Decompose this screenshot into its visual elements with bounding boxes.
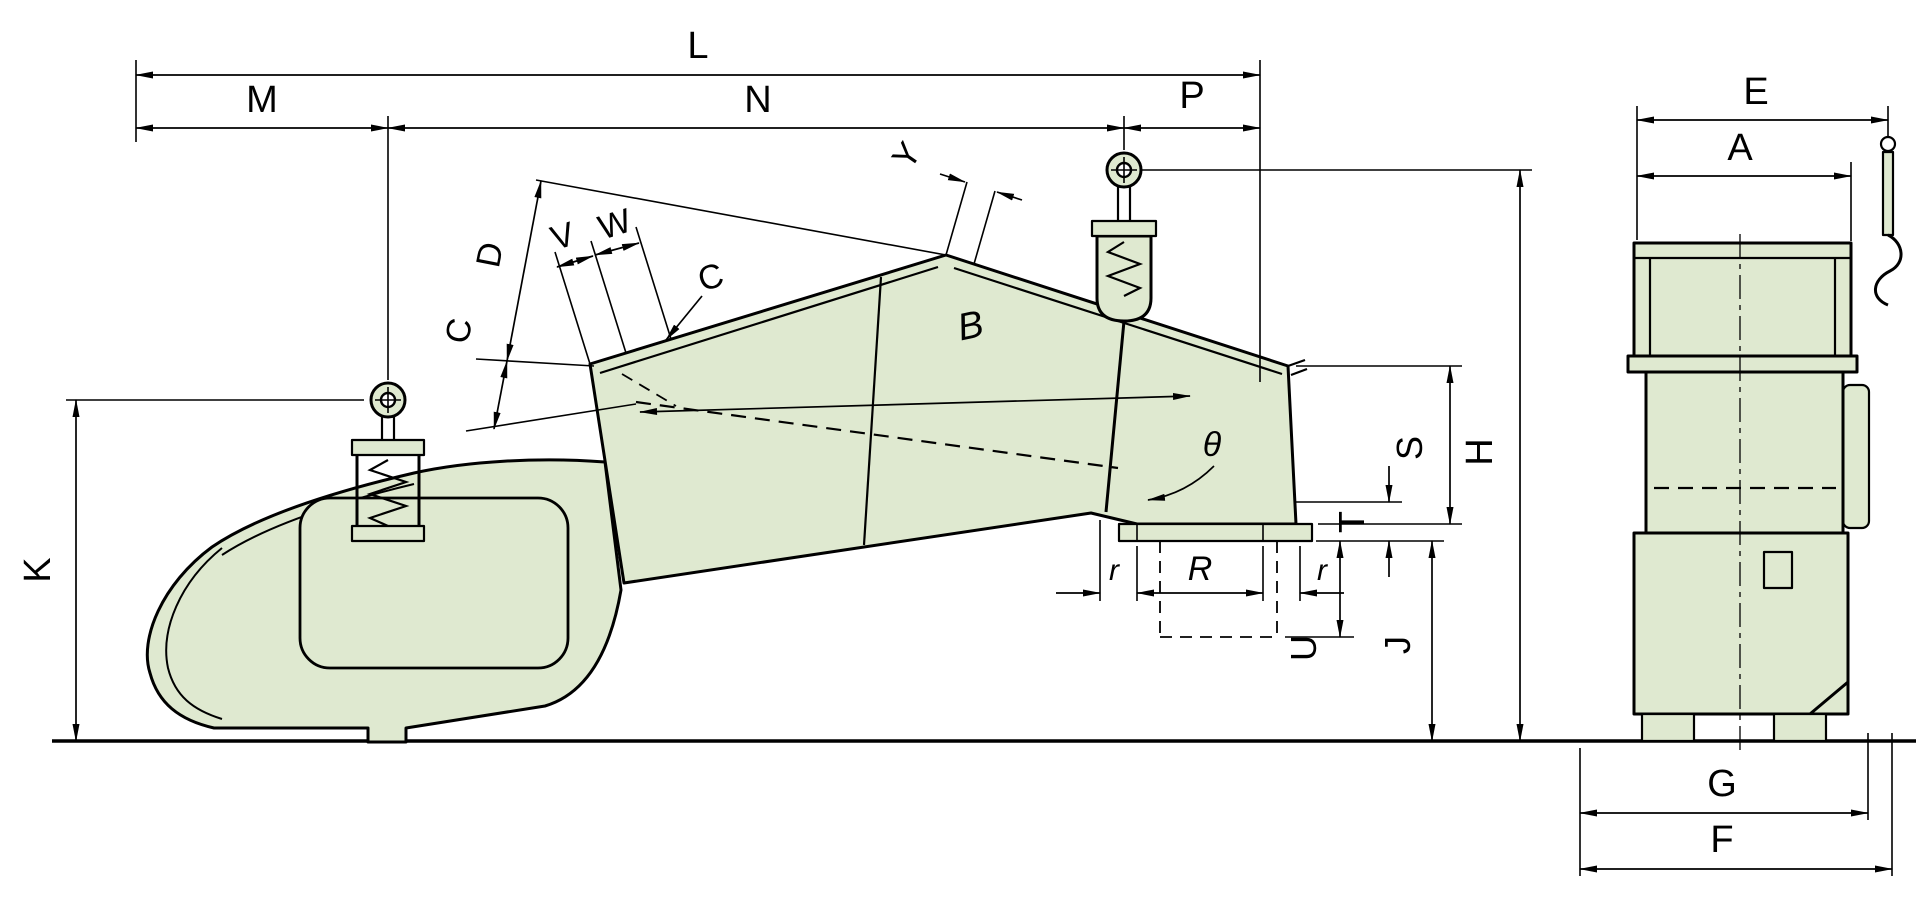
drive-cover-panel xyxy=(298,496,570,670)
dim-theta: θ xyxy=(1147,426,1222,501)
dim-label-T: T xyxy=(1331,511,1372,533)
drive-unit xyxy=(145,458,623,744)
dim-H: H xyxy=(1142,169,1532,742)
end-view xyxy=(1626,135,1903,752)
end-view-tab xyxy=(1762,550,1794,590)
dim-label-G: G xyxy=(1707,763,1737,805)
dim-label-U: U xyxy=(1283,635,1324,661)
dim-label-C-detail: C xyxy=(693,256,728,300)
eye-bolt xyxy=(1874,135,1903,307)
end-view-foot-right xyxy=(1772,712,1828,743)
dim-label-K: K xyxy=(17,557,59,582)
right-hanger xyxy=(1090,151,1158,513)
end-view-flange-band xyxy=(1626,354,1859,374)
dim-K: K xyxy=(17,399,364,742)
dim-label-P: P xyxy=(1179,75,1204,117)
dim-VW: V W xyxy=(546,202,672,365)
feed-gate-hidden xyxy=(621,373,677,407)
dim-A: A xyxy=(1636,127,1852,241)
dim-label-theta: θ xyxy=(1203,426,1222,464)
dim-G: G xyxy=(1579,733,1869,876)
dim-label-M: M xyxy=(246,79,278,121)
dim-J: J xyxy=(1377,540,1436,742)
left-hanger xyxy=(350,381,426,543)
dim-P: P xyxy=(1123,75,1261,132)
discharge-chute-hidden xyxy=(1159,541,1278,638)
dim-N: N xyxy=(387,79,1125,150)
dim-M: M xyxy=(135,79,389,380)
dim-S: S xyxy=(1296,365,1462,525)
end-view-foot-left xyxy=(1640,712,1696,743)
dim-label-H: H xyxy=(1459,438,1501,465)
dim-rRr: r R r xyxy=(1056,520,1344,601)
dim-label-J: J xyxy=(1377,636,1418,654)
dim-label-F: F xyxy=(1710,819,1733,861)
end-view-lower-box xyxy=(1632,531,1850,716)
right-spring xyxy=(1104,241,1144,297)
dim-label-E: E xyxy=(1743,71,1768,113)
dim-label-C-depth: C xyxy=(438,315,480,346)
dim-label-A: A xyxy=(1727,127,1753,169)
right-hanger-rod xyxy=(1104,320,1126,513)
dim-label-r-right: r xyxy=(1317,554,1328,587)
dim-label-r-left: r xyxy=(1109,554,1120,587)
end-view-side-plate xyxy=(1841,383,1871,530)
dim-E: E xyxy=(1636,71,1889,240)
end-view-upper-box xyxy=(1632,241,1853,358)
end-view-middle-box xyxy=(1644,370,1845,535)
discharge-flange xyxy=(1117,522,1314,543)
dim-label-L: L xyxy=(687,25,708,67)
dim-F: F xyxy=(1579,733,1893,876)
dim-label-S: S xyxy=(1389,436,1430,460)
dim-label-V: V xyxy=(546,215,579,258)
dim-U: U xyxy=(1283,540,1354,661)
dim-label-D: D xyxy=(469,239,511,270)
dim-label-R: R xyxy=(1188,550,1213,588)
left-spring xyxy=(366,459,410,528)
dim-Y: Y xyxy=(885,136,1023,265)
dim-label-W: W xyxy=(594,202,636,248)
dim-label-Y: Y xyxy=(885,136,929,176)
dim-label-N: N xyxy=(744,79,771,121)
